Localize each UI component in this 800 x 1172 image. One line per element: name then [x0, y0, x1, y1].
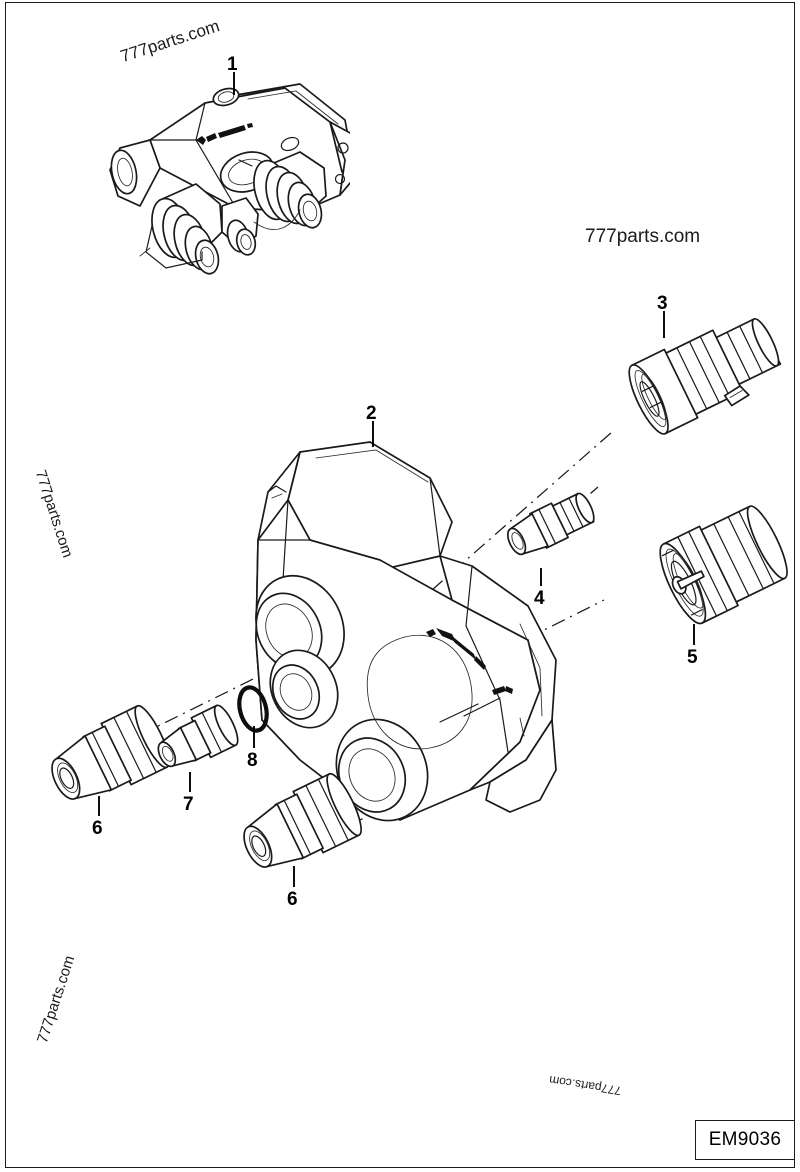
- callout-number-2: 2: [366, 403, 377, 424]
- drawing-code-text: EM9036: [708, 1129, 782, 1150]
- callout-number-3: 3: [657, 293, 668, 314]
- callout-number-4: 4: [534, 588, 545, 609]
- callout-number-1: 1: [227, 54, 238, 75]
- callout-number-6: 6: [92, 818, 103, 839]
- callout-number-7: 7: [183, 794, 194, 815]
- callout-number-6b: 6: [287, 889, 298, 910]
- drawing-code-box: EM9036: [695, 1120, 795, 1160]
- drawing-frame-border: [5, 2, 795, 1168]
- callout-number-8: 8: [247, 750, 258, 771]
- watermark-upper-right: 777parts.com: [585, 226, 701, 247]
- callout-number-5: 5: [687, 647, 698, 668]
